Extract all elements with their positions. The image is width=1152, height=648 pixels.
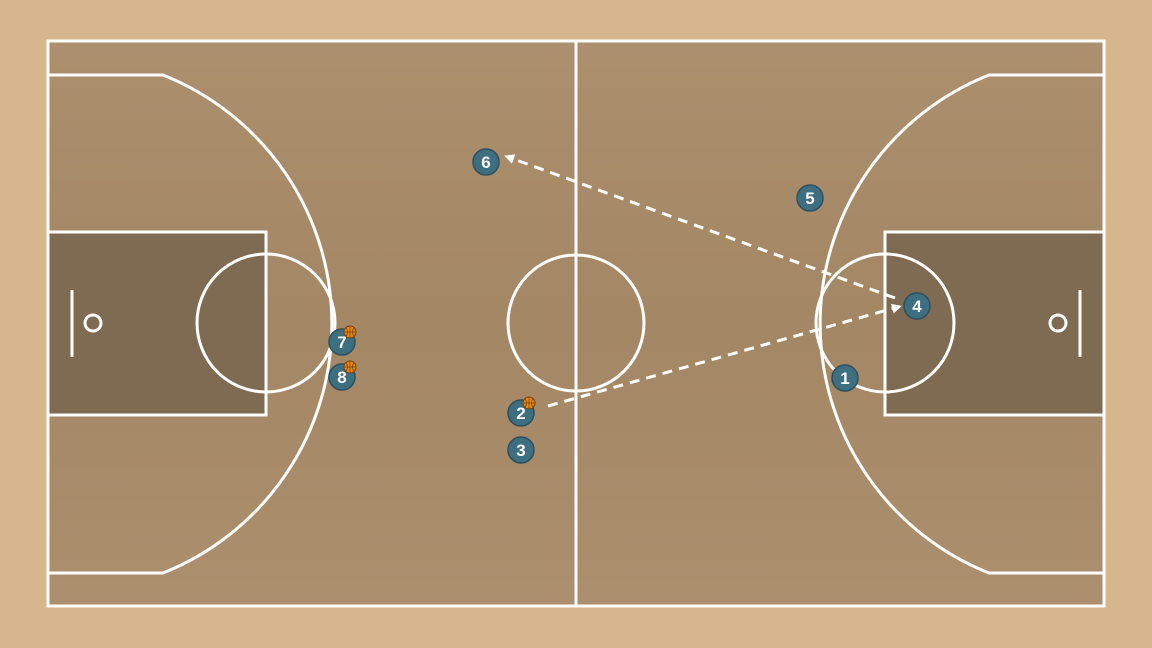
player-5[interactable]: 5 <box>796 184 824 212</box>
player-marker <box>831 364 859 392</box>
left-paint <box>48 232 266 415</box>
right-key <box>883 230 1106 417</box>
player-label: 6 <box>481 153 490 172</box>
passes-layer <box>504 154 902 408</box>
left-three-point-line <box>48 73 334 575</box>
player-3[interactable]: 3 <box>507 436 535 464</box>
player-label: 1 <box>840 369 849 388</box>
player-6[interactable]: 6 <box>472 148 500 176</box>
player-marker <box>903 292 931 320</box>
players-layer: 1 2 3 4 5 6 7 8 <box>328 148 931 464</box>
player-label: 8 <box>337 368 346 387</box>
left-free-throw-circle <box>195 252 337 394</box>
left-hoop <box>83 313 103 333</box>
basketball-icon <box>343 325 357 339</box>
player-label: 3 <box>516 441 525 460</box>
player-marker <box>796 184 824 212</box>
left-key <box>46 230 268 417</box>
player-label: 7 <box>337 333 346 352</box>
pass-line-4-to-6 <box>504 154 896 300</box>
player-label: 4 <box>912 297 922 316</box>
right-hoop <box>1048 313 1068 333</box>
basketball-icon <box>522 396 536 410</box>
player-marker <box>472 148 500 176</box>
player-4[interactable]: 4 <box>903 292 931 320</box>
player-8[interactable]: 8 <box>328 360 357 391</box>
right-three-point-line <box>818 73 1104 575</box>
player-marker <box>507 436 535 464</box>
right-free-throw-circle <box>814 252 956 394</box>
right-paint <box>885 232 1104 415</box>
player-label: 2 <box>516 404 525 423</box>
player-label: 5 <box>805 189 814 208</box>
player-1[interactable]: 1 <box>831 364 859 392</box>
player-7[interactable]: 7 <box>328 325 357 356</box>
basketball-icon <box>343 360 357 374</box>
center-circle <box>506 253 646 393</box>
player-2[interactable]: 2 <box>507 396 536 427</box>
pass-line-2-to-4 <box>547 303 902 408</box>
